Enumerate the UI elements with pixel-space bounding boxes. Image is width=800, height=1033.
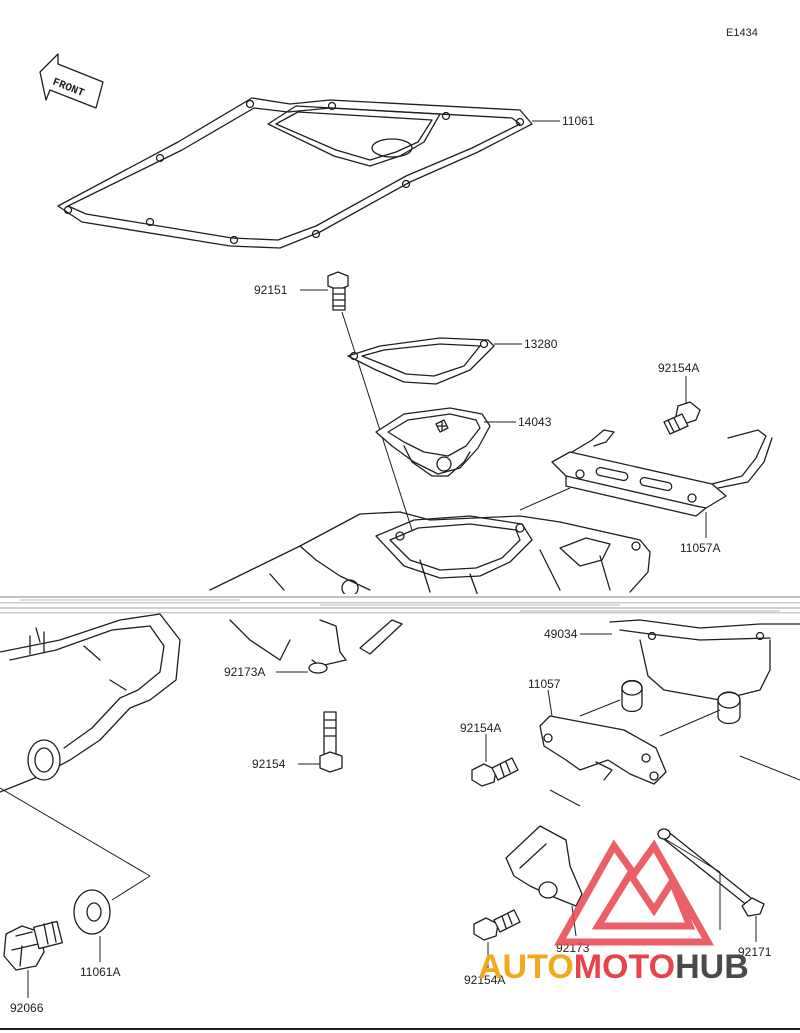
part-label-11061: 11061	[562, 114, 595, 128]
bolt-92154A-bottom	[473, 909, 521, 941]
watermark-logo-icon	[554, 839, 714, 946]
watermark-part3: HUB	[675, 948, 749, 986]
bolt-92154A-top	[663, 401, 701, 435]
part-label-11057A: 11057A	[680, 541, 720, 555]
drain-plug-92066	[3, 920, 63, 971]
part-label-13280: 13280	[524, 337, 558, 351]
diagram-code: E1434	[726, 27, 758, 39]
gasket-13280	[347, 337, 495, 385]
part-label-11057: 11057	[528, 677, 561, 691]
oil-strainer-14043	[375, 407, 491, 477]
leader-92151-axis	[341, 311, 413, 531]
svg-text:AUTOMOTOHUB: AUTOMOTOHUB	[478, 948, 749, 986]
front-arrow-icon: FRONT	[39, 53, 104, 109]
part-label-92154: 92154	[252, 757, 286, 771]
leader-11057	[547, 689, 553, 717]
bolt-92154	[319, 711, 343, 773]
guide-lines	[0, 699, 800, 930]
part-label-11061A: 11061A	[80, 965, 120, 979]
oil-pan-body-lower	[0, 613, 403, 793]
washer-11061A	[73, 889, 111, 935]
part-label-14043: 14043	[518, 415, 552, 429]
clip-92173	[505, 825, 583, 907]
part-label-92154A-bottom: 92154A	[464, 973, 505, 987]
bracket-11057A	[551, 429, 773, 517]
leader-11057A-mount	[519, 487, 571, 511]
oil-pipe-49034	[609, 619, 800, 725]
part-label-92173A: 92173A	[224, 665, 265, 679]
bracket-11057	[539, 715, 667, 785]
part-label-92154A-top: 92154A	[658, 361, 699, 375]
part-label-92171: 92171	[738, 945, 772, 959]
watermark-text: AUTOMOTOHUB	[478, 948, 749, 986]
oil-pan-gasket-11061	[57, 97, 533, 249]
oil-pan-body-upper	[209, 511, 651, 597]
bolt-92171	[657, 828, 765, 917]
clamp-92173A	[308, 619, 347, 674]
bolt-92154A-mid	[471, 757, 519, 787]
part-label-92154A-mid: 92154A	[460, 721, 501, 735]
watermark-part2: MOTO	[574, 948, 675, 986]
image-break-band	[0, 594, 800, 618]
part-label-49034: 49034	[544, 627, 578, 641]
part-label-92151: 92151	[254, 283, 288, 297]
watermark-part1: AUTO	[478, 948, 574, 986]
bolt-92151	[327, 271, 349, 311]
part-label-92066: 92066	[10, 1001, 44, 1015]
